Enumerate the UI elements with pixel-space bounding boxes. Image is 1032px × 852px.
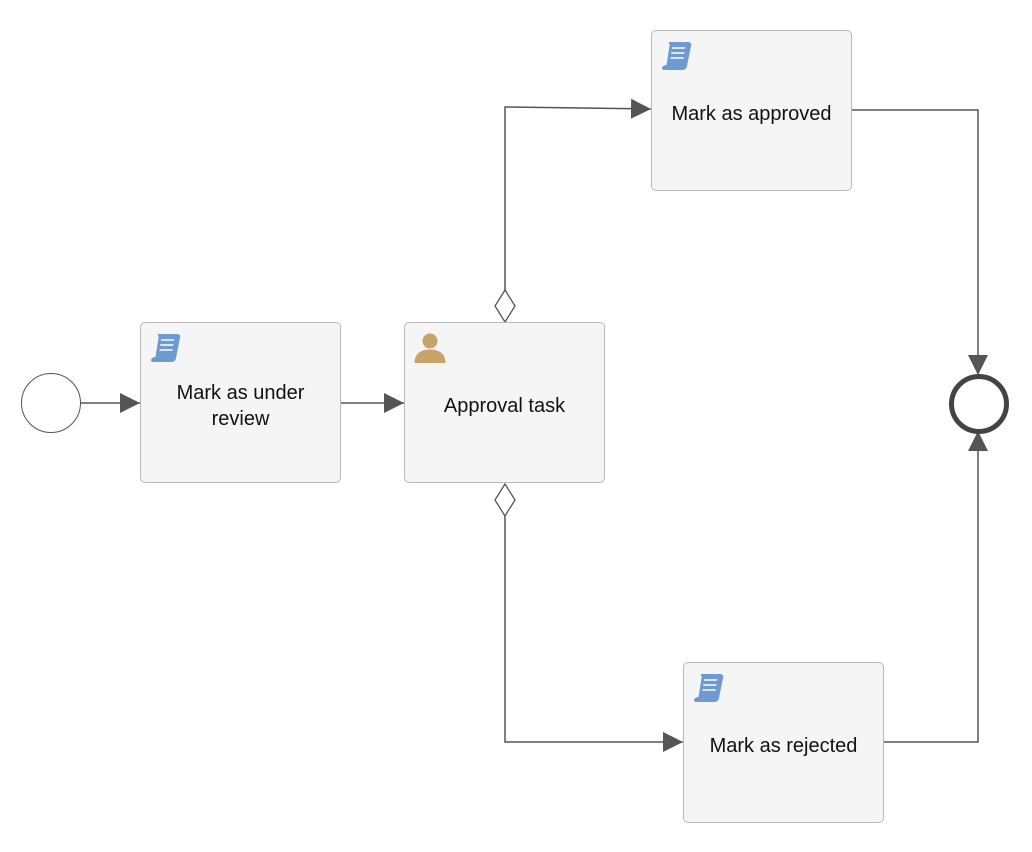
- task-label: Mark as under review: [176, 381, 305, 430]
- task-label: Mark as rejected: [709, 734, 858, 757]
- task-label: Approval task: [443, 394, 566, 417]
- end-event[interactable]: [949, 374, 1009, 434]
- conditional-flow-marker-rejected: [494, 482, 516, 518]
- sequence-flow-approved-to-end[interactable]: [851, 109, 988, 375]
- task-mark-as-rejected[interactable]: Mark as rejected: [683, 662, 884, 823]
- start-event[interactable]: [21, 373, 81, 433]
- sequence-flow-rejected-to-end[interactable]: [883, 431, 988, 743]
- script-icon: [662, 42, 692, 70]
- script-icon: [694, 674, 724, 702]
- task-approval[interactable]: Approval task: [404, 322, 605, 483]
- script-icon: [151, 334, 181, 362]
- user-icon: [414, 333, 446, 363]
- sequence-flow-approval-to-rejected[interactable]: [504, 516, 683, 752]
- sequence-flow-approval-to-approved[interactable]: [504, 98, 652, 290]
- conditional-flow-marker-approved: [494, 288, 516, 324]
- task-mark-as-approved[interactable]: Mark as approved: [651, 30, 852, 191]
- task-mark-as-under-review[interactable]: Mark as under review: [140, 322, 341, 483]
- task-label: Mark as approved: [671, 102, 832, 125]
